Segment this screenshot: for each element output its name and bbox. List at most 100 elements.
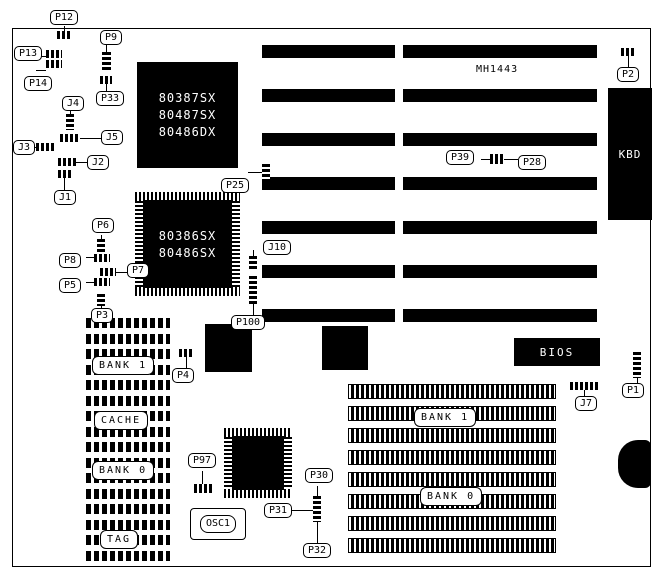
label-p14: P14 [24, 76, 53, 91]
leader-line [253, 304, 254, 315]
leader-line [186, 357, 187, 368]
pin-header-j3 [36, 143, 54, 151]
tag-label: TAG [100, 530, 139, 549]
simm-socket [86, 551, 170, 561]
pin-header-p39-p28 [490, 154, 504, 164]
din-connector [618, 440, 651, 488]
label-p4: P4 [172, 368, 195, 383]
label-j1: J1 [54, 190, 77, 205]
leader-line [64, 26, 65, 31]
pin-header-p7 [100, 268, 116, 276]
pin-header-j10 [249, 256, 257, 270]
bios-chip: BIOS [514, 338, 600, 366]
oscillator: OSC1 [190, 508, 246, 540]
dram-socket [348, 516, 556, 531]
osc1-text: OSC1 [199, 515, 237, 533]
pin-header-p25 [262, 164, 270, 180]
simm-socket [86, 489, 170, 499]
leader-line [317, 522, 318, 543]
label-p3: P3 [91, 308, 114, 323]
leader-line [584, 390, 585, 396]
leader-line [202, 471, 203, 484]
label-j2: J2 [87, 155, 110, 170]
pin-header-p8 [94, 254, 110, 262]
label-p9: P9 [100, 30, 123, 45]
label-p7: P7 [127, 263, 150, 278]
label-p13: P13 [14, 46, 43, 61]
leader-line [101, 235, 102, 239]
isa-slot [403, 221, 597, 234]
qfp-pins-right [283, 437, 292, 489]
leader-line [317, 486, 318, 496]
cpu-pins-left [135, 201, 144, 287]
board-model-text: MH1443 [476, 64, 519, 75]
leader-line [86, 282, 94, 283]
simm-socket [86, 380, 170, 390]
label-p97: P97 [188, 453, 217, 468]
leader-line [80, 138, 101, 139]
qfp-core [232, 436, 284, 490]
bank1-right-label: BANK 1 [414, 408, 477, 427]
leader-line [36, 70, 46, 71]
cpu-pins-right [231, 201, 240, 287]
pin-header-j4 [66, 114, 74, 130]
qfp-pins-top [224, 428, 292, 437]
pin-header-p5 [94, 278, 110, 286]
leader-line [101, 305, 102, 308]
dram-socket [348, 450, 556, 465]
leader-line [116, 272, 127, 273]
pin-header-p14 [46, 60, 62, 68]
leader-line [253, 250, 254, 256]
isa-slot [403, 177, 597, 190]
pin-header-p6 [97, 239, 105, 253]
label-j7: J7 [575, 396, 598, 411]
pin-header-p13 [46, 50, 62, 58]
pin-header-p30-p31-p32 [313, 496, 321, 522]
qfp-pins-left [224, 437, 233, 489]
ic-chip [205, 324, 252, 372]
bank0-left-label: BANK 0 [92, 461, 155, 480]
chipset-qfp [224, 428, 292, 498]
leader-line [70, 111, 71, 114]
cpu-pins-top [135, 192, 240, 201]
label-p2: P2 [617, 67, 640, 82]
cpu-line: 80486SX [158, 245, 217, 260]
leader-line [292, 510, 313, 511]
pin-header-p9 [102, 52, 111, 70]
label-p100: P100 [231, 315, 266, 330]
simm-socket [86, 334, 170, 344]
dram-socket [348, 538, 556, 553]
label-p5: P5 [59, 278, 82, 293]
leader-line [76, 162, 87, 163]
kbd-text: KBD [618, 147, 642, 161]
pin-header-j7 [570, 382, 598, 390]
fpu-line: 80487SX [158, 108, 217, 122]
isa-slot [403, 133, 597, 146]
leader-line [106, 84, 107, 91]
dram-socket [348, 384, 556, 399]
pin-header-p100 [249, 276, 257, 304]
isa-slot [262, 265, 395, 278]
label-p39: P39 [446, 150, 475, 165]
leader-line [637, 378, 638, 383]
label-j3: J3 [13, 140, 36, 155]
label-p1: P1 [622, 383, 645, 398]
leader-line [504, 159, 518, 160]
label-p31: P31 [264, 503, 293, 518]
qfp-pins-bottom [224, 489, 292, 498]
simm-socket [86, 520, 170, 530]
dram-socket [348, 428, 556, 443]
bios-text: BIOS [539, 345, 575, 359]
cpu-chip: 80386SX 80486SX [135, 192, 240, 296]
leader-line [481, 159, 490, 160]
leader-line [64, 178, 65, 190]
simm-socket [86, 427, 170, 437]
isa-slot [262, 177, 395, 190]
isa-slot [262, 221, 395, 234]
isa-slot [262, 89, 395, 102]
label-p32: P32 [303, 543, 332, 558]
pin-header-p97 [194, 484, 212, 493]
isa-slot [403, 89, 597, 102]
pin-header-j1 [58, 170, 72, 178]
